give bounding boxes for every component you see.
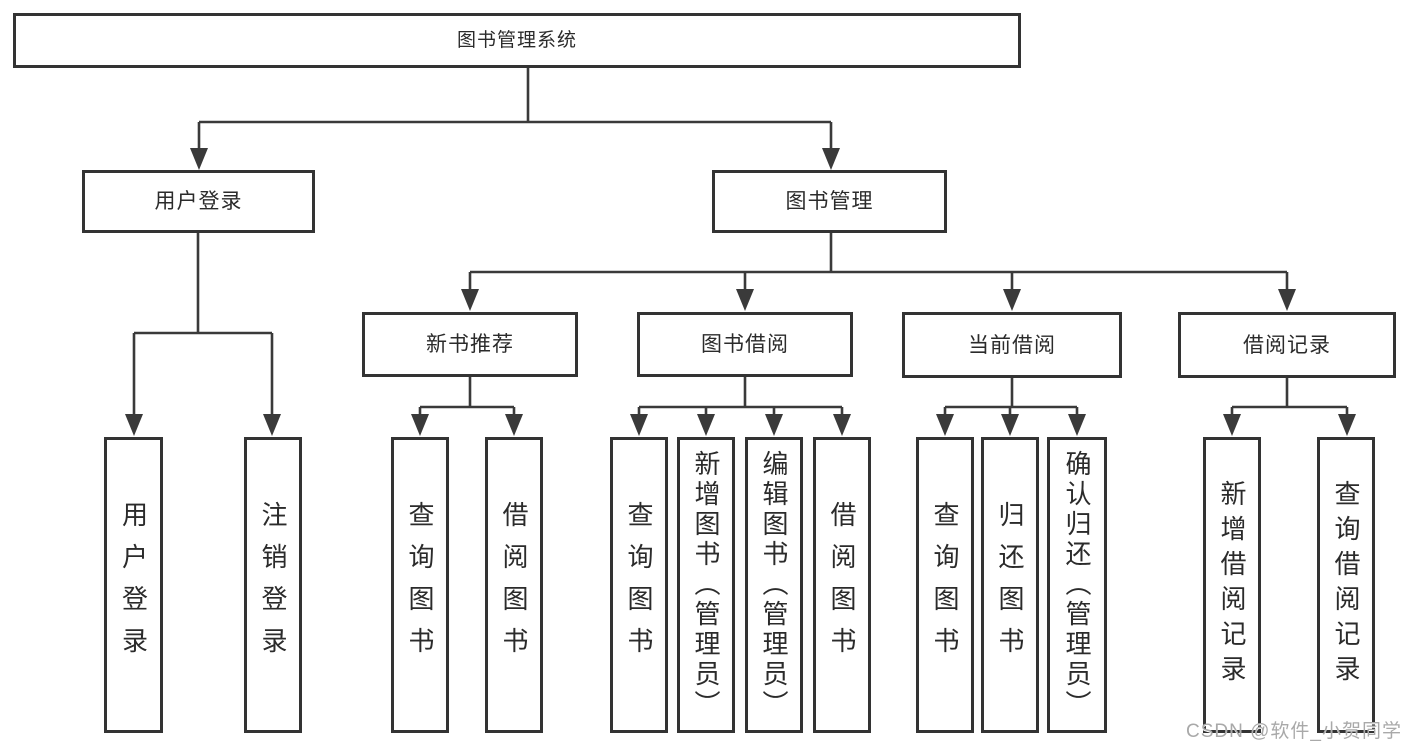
arrowhead-icon (1223, 414, 1241, 436)
arrowhead-icon (1068, 414, 1086, 436)
node-borrow-records: 借阅记录 (1178, 312, 1396, 378)
node-label: 查询图书 (405, 501, 435, 669)
node-label: 图书管理系统 (456, 30, 577, 51)
connector-new-book-recommend-to-leaves (418, 377, 516, 416)
arrowhead-icon (736, 289, 754, 311)
leaf-borrow-query-books: 查询图书 (610, 437, 668, 733)
leaf-recommend-borrow-books: 借阅图书 (485, 437, 543, 733)
arrowhead-icon (461, 289, 479, 311)
connector-borrow-records-to-leaves (1230, 378, 1349, 416)
connector-current-borrow-to-leaves (943, 378, 1079, 416)
connector-book-management-to-level3 (468, 233, 1289, 291)
leaf-recommend-query-books: 查询图书 (391, 437, 449, 733)
arrowhead-icon (505, 414, 523, 436)
connector-user-login-to-leaves (132, 233, 274, 416)
node-root: 图书管理系统 (13, 13, 1021, 68)
node-label: 当前借阅 (968, 333, 1056, 357)
node-label: 编辑图书（管理员） (759, 450, 789, 720)
node-label: 注销登录 (258, 501, 288, 669)
leaf-add-books-admin: 新增图书（管理员） (677, 437, 735, 733)
leaf-add-borrow-record: 新增借阅记录 (1203, 437, 1261, 733)
node-label: 图书管理 (785, 190, 874, 213)
node-label: 借阅图书 (499, 501, 529, 669)
node-new-book-recommend: 新书推荐 (362, 312, 578, 377)
node-label: 用户登录 (118, 501, 149, 669)
arrowhead-icon (1003, 289, 1021, 311)
node-label: 查询图书 (930, 501, 960, 669)
leaf-user-login: 用户登录 (104, 437, 163, 733)
arrowhead-icon (833, 414, 851, 436)
node-label: 新增图书（管理员） (691, 450, 721, 720)
node-label: 新书推荐 (426, 333, 514, 356)
leaf-logout: 注销登录 (244, 437, 302, 733)
connector-book-borrow-to-leaves (637, 377, 844, 416)
node-book-management: 图书管理 (712, 170, 947, 233)
arrowhead-icon (190, 148, 208, 170)
leaf-query-borrow-record: 查询借阅记录 (1317, 437, 1375, 733)
node-label: 用户登录 (154, 190, 243, 213)
node-current-borrow: 当前借阅 (902, 312, 1122, 378)
node-label: 图书借阅 (701, 333, 789, 356)
arrowhead-icon (630, 414, 648, 436)
node-book-borrow: 图书借阅 (637, 312, 853, 377)
leaf-edit-books-admin: 编辑图书（管理员） (745, 437, 803, 733)
arrowhead-icon (822, 148, 840, 170)
leaf-current-query-books: 查询图书 (916, 437, 974, 733)
leaf-borrow-books: 借阅图书 (813, 437, 871, 733)
node-label: 查询图书 (624, 501, 654, 669)
node-label: 确认归还（管理员） (1062, 450, 1092, 720)
arrowhead-icon (765, 414, 783, 436)
node-label: 归还图书 (995, 501, 1025, 669)
csdn-watermark: CSDN @软件_小贺同学 (1186, 721, 1402, 742)
arrowhead-icon (125, 414, 143, 436)
arrowhead-icon (1001, 414, 1019, 436)
node-label: 借阅图书 (827, 501, 857, 669)
node-label: 查询借阅记录 (1331, 480, 1361, 690)
node-label: 新增借阅记录 (1217, 480, 1247, 690)
leaf-confirm-return-admin: 确认归还（管理员） (1047, 437, 1107, 733)
leaf-return-books: 归还图书 (981, 437, 1039, 733)
arrowhead-icon (1278, 289, 1296, 311)
arrowhead-icon (411, 414, 429, 436)
node-user-login: 用户登录 (82, 170, 315, 233)
node-label: 借阅记录 (1243, 333, 1331, 357)
arrowhead-icon (263, 414, 281, 436)
connector-root-to-level2 (197, 68, 833, 150)
arrowhead-icon (697, 414, 715, 436)
arrowhead-icon (1338, 414, 1356, 436)
arrowhead-icon (936, 414, 954, 436)
